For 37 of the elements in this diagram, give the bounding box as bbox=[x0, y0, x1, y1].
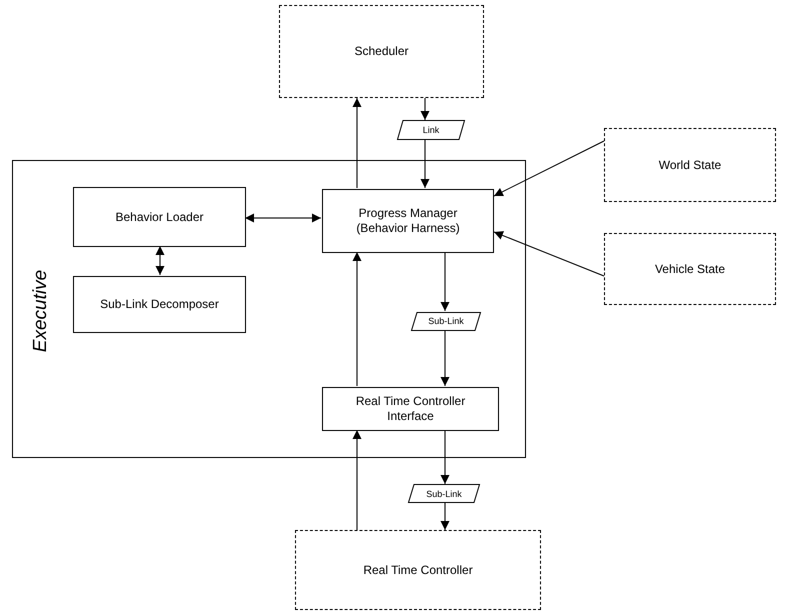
external-box bbox=[604, 128, 776, 202]
group-box bbox=[12, 160, 526, 458]
arrow bbox=[494, 231, 604, 276]
box-label: Sub-Link bbox=[425, 488, 463, 498]
box-label: Vehicle State bbox=[654, 262, 726, 276]
external-box bbox=[279, 5, 484, 98]
arrow bbox=[440, 252, 450, 312]
box-label: Real Time Controller Interface bbox=[354, 394, 466, 424]
arrow bbox=[440, 502, 450, 530]
data-parallelogram bbox=[408, 484, 480, 503]
external-box bbox=[604, 233, 776, 305]
box-label: Link bbox=[422, 125, 440, 135]
arrow bbox=[156, 246, 164, 276]
arrow bbox=[352, 98, 362, 188]
box-label: World State bbox=[658, 158, 722, 172]
process-box bbox=[73, 276, 246, 333]
arrow bbox=[494, 140, 604, 196]
external-box bbox=[295, 530, 541, 610]
box-label: Scheduler bbox=[353, 44, 410, 59]
arrow bbox=[244, 214, 322, 222]
arrow bbox=[440, 430, 450, 484]
process-box bbox=[322, 387, 499, 431]
data-parallelogram bbox=[397, 120, 465, 140]
arrow bbox=[420, 140, 430, 188]
data-parallelogram bbox=[411, 312, 481, 331]
box-label: Behavior Loader bbox=[114, 210, 205, 224]
arrow bbox=[440, 330, 450, 386]
process-box bbox=[73, 187, 246, 247]
box-label: Sub-Link Decomposer bbox=[99, 297, 220, 312]
box-label: Sub-Link bbox=[427, 316, 465, 328]
arrow bbox=[352, 252, 362, 386]
box-label: Progress Manager (Behavior Harness) bbox=[355, 206, 461, 236]
arrow bbox=[352, 430, 362, 530]
process-box bbox=[322, 189, 494, 253]
group-title: Executive bbox=[29, 270, 52, 352]
box-label: Real Time Controller bbox=[362, 562, 474, 578]
arrow bbox=[420, 98, 430, 120]
